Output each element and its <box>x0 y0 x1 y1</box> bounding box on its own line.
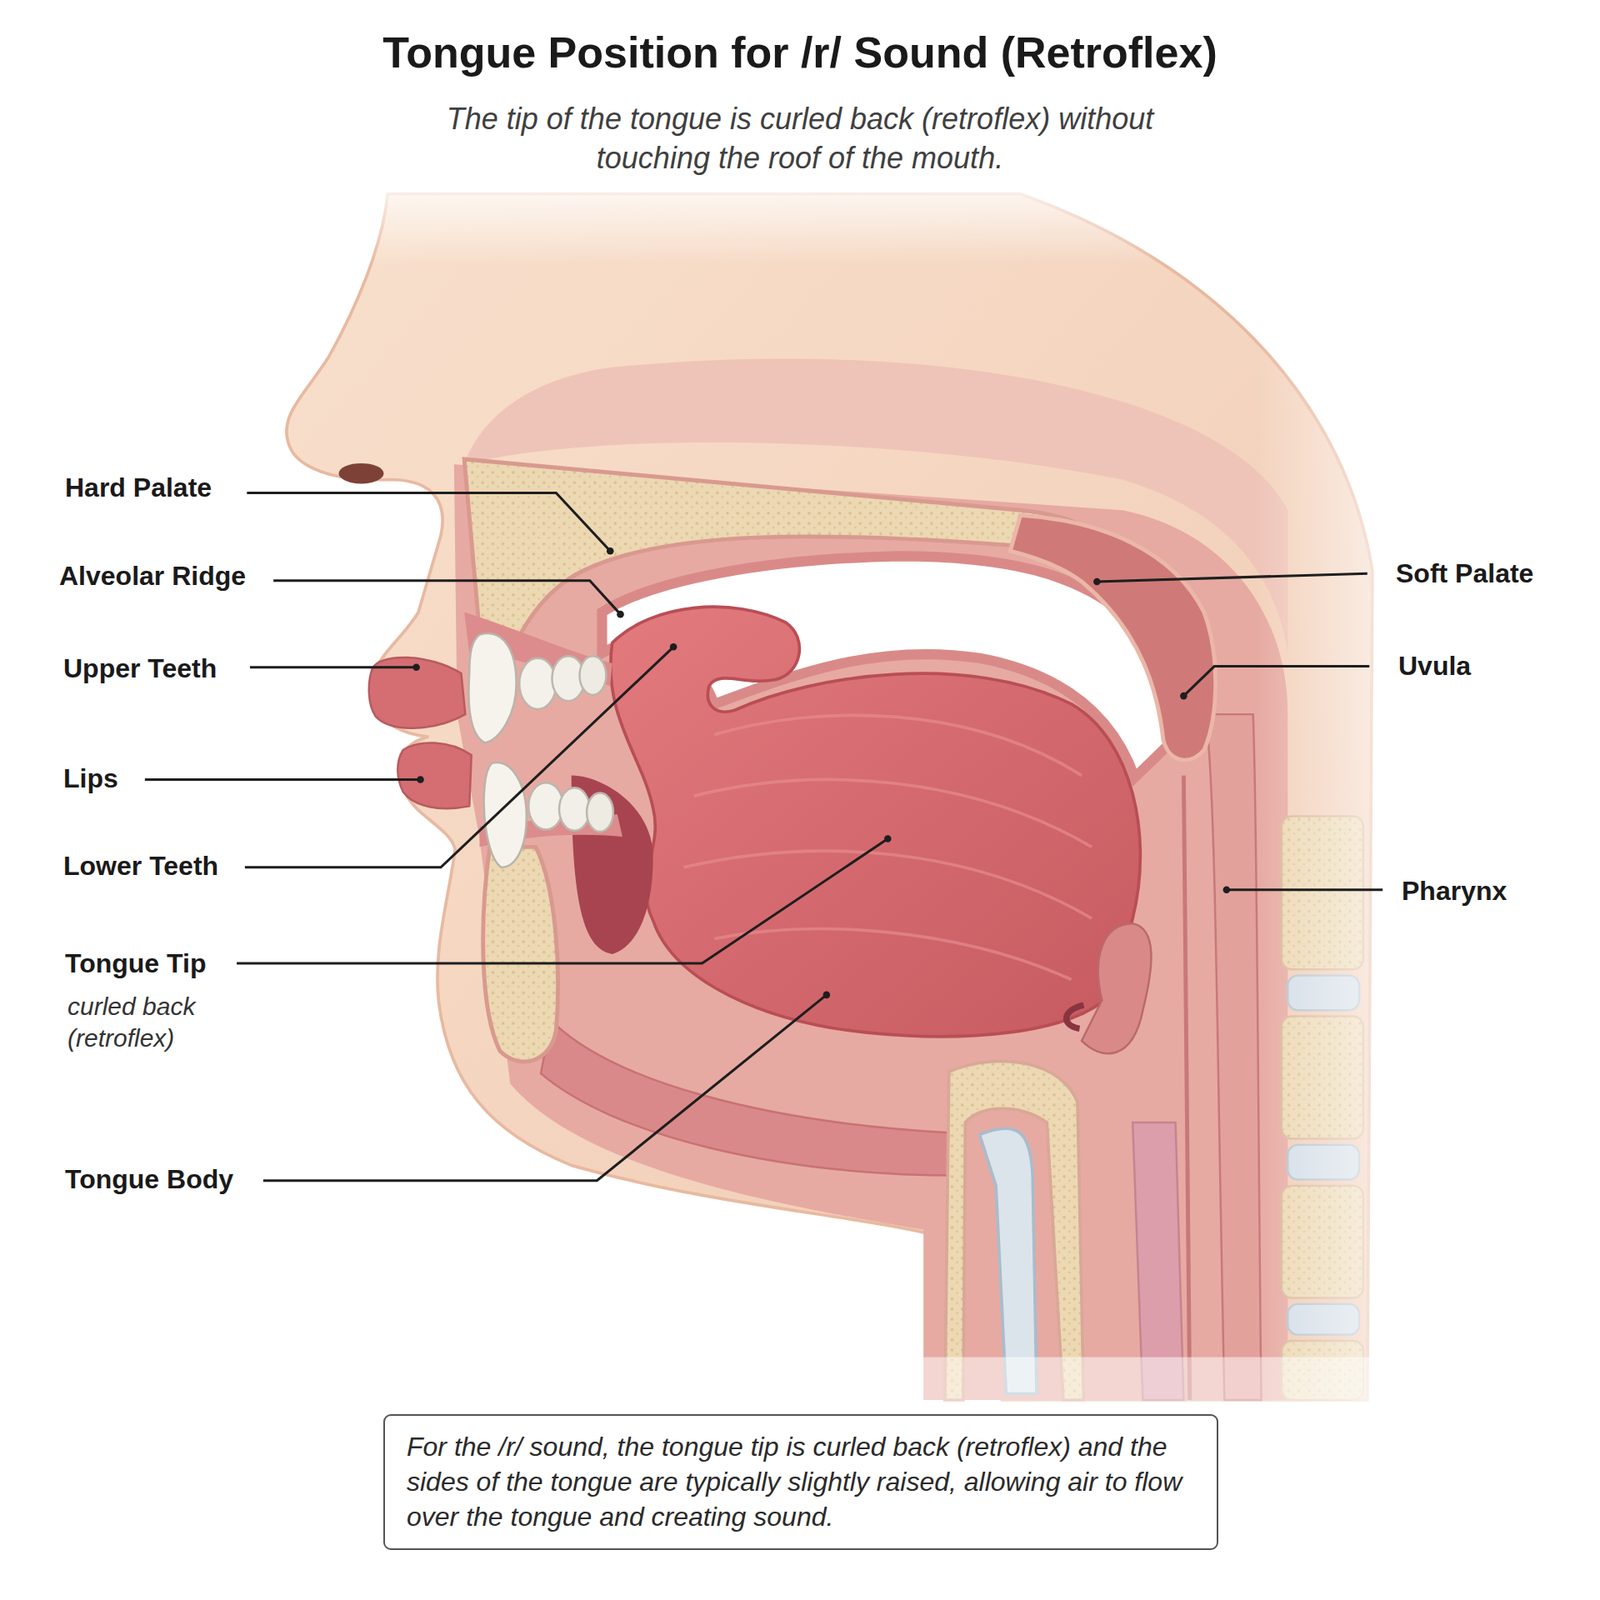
leader-line <box>1096 573 1367 582</box>
upper-incisor <box>468 633 516 743</box>
part-label: Lower Teeth <box>63 850 219 882</box>
leader-end <box>416 775 425 784</box>
part-label: Soft Palate <box>1395 558 1534 590</box>
tongue-texture <box>683 715 1092 980</box>
leader-end <box>670 643 678 651</box>
part-label: Alveolar Ridge <box>59 560 246 592</box>
epiglottis-curl <box>1066 1005 1085 1029</box>
larynx-cartilage <box>945 1060 1085 1400</box>
fade-bottom <box>898 1357 1470 1409</box>
label-note: curled back (retroflex) <box>67 990 251 1054</box>
upper-tooth <box>519 658 556 710</box>
epiglottis <box>1081 923 1152 1054</box>
leader-end <box>412 664 420 672</box>
leader-line <box>263 995 827 1181</box>
diagram-title: Tongue Position for /r/ Sound (Retroflex… <box>33 28 1567 79</box>
leader-line <box>250 665 417 669</box>
fade-top <box>285 183 1460 265</box>
leader-end <box>1223 885 1231 894</box>
note-box: For the /r/ sound, the tongue tip is cur… <box>383 1414 1219 1550</box>
leader-line <box>245 646 674 867</box>
part-label: Lips <box>63 763 119 795</box>
diagram-caption: The tip of the tongue is curled back (re… <box>433 100 1167 179</box>
pharynx-wall <box>1205 714 1261 1400</box>
fade-right <box>1255 183 1460 1408</box>
leader-line <box>236 839 888 964</box>
tongue <box>610 606 1141 1037</box>
part-label: Uvula <box>1398 650 1471 682</box>
soft-palate <box>1010 515 1215 760</box>
pharynx-front-line <box>1183 775 1190 1400</box>
lower-tooth <box>586 792 614 832</box>
leader-end <box>884 835 892 843</box>
hard-palate-bone <box>464 459 1102 654</box>
head-skin <box>286 194 1373 1400</box>
leader-line <box>1226 888 1383 891</box>
part-label: Tongue Body <box>65 1164 234 1195</box>
part-label: Tongue Tip <box>65 948 206 980</box>
leader-end <box>1093 578 1101 586</box>
lower-tooth <box>528 782 564 830</box>
nostril <box>339 463 385 484</box>
mouth-floor-muscle <box>540 1020 961 1175</box>
part-label: Hard Palate <box>65 472 212 504</box>
interior-tissue <box>454 464 1288 1400</box>
part-label: Upper Teeth <box>63 653 217 685</box>
leader-line <box>145 778 421 781</box>
leader-dots <box>412 547 1230 999</box>
leader-end <box>823 991 831 1000</box>
lower-incisor <box>484 762 527 868</box>
mandible-bone <box>483 846 559 1062</box>
part-label: Pharynx <box>1401 875 1507 907</box>
leader-lines <box>145 492 1383 1180</box>
leader-line <box>1183 666 1370 697</box>
leader-line <box>273 580 620 615</box>
trachea <box>980 1128 1038 1395</box>
lower-lip <box>397 742 471 809</box>
leader-end <box>606 547 615 555</box>
leader-line <box>246 492 610 551</box>
leader-end <box>1180 692 1188 700</box>
note-text: For the /r/ sound, the tongue tip is cur… <box>406 1429 1195 1535</box>
lower-tooth <box>559 787 590 830</box>
upper-tooth <box>580 655 607 695</box>
leader-end <box>616 610 625 619</box>
